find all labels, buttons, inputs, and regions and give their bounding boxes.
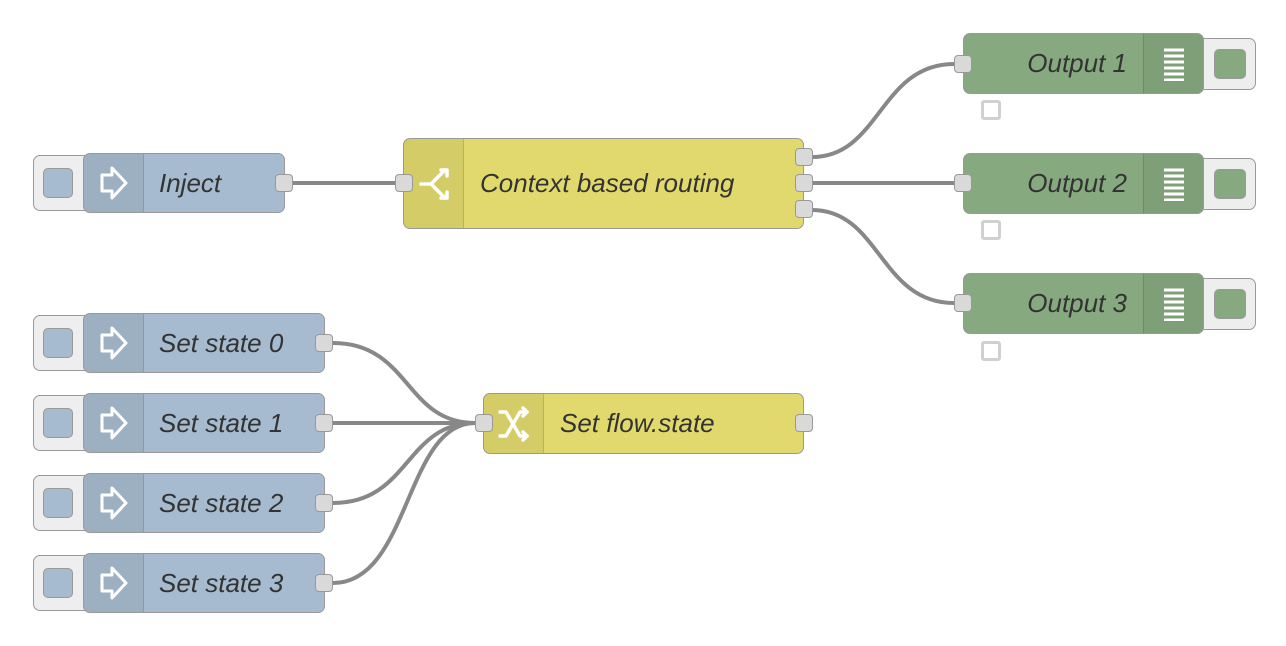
- output-port-3[interactable]: [795, 200, 813, 218]
- debug-list-icon: [1143, 274, 1203, 333]
- debug-toggle-button-face[interactable]: [1214, 49, 1246, 79]
- node-set-state-0[interactable]: Set state 0: [83, 313, 325, 373]
- output-port-2[interactable]: [795, 174, 813, 192]
- switch-icon: [404, 139, 464, 228]
- input-port[interactable]: [954, 294, 972, 312]
- debug-list-icon: [1143, 154, 1203, 213]
- debug-toggle-button-face[interactable]: [1214, 289, 1246, 319]
- input-port[interactable]: [954, 55, 972, 73]
- debug-list-icon: [1143, 34, 1203, 93]
- output-port[interactable]: [315, 574, 333, 592]
- node-output-1[interactable]: Output 1: [963, 33, 1204, 94]
- output-port[interactable]: [795, 414, 813, 432]
- node-label: Set state 1: [159, 407, 284, 438]
- node-output-3[interactable]: Output 3: [963, 273, 1204, 334]
- output-port[interactable]: [315, 494, 333, 512]
- node-label: Set state 3: [159, 567, 284, 598]
- node-label: Inject: [159, 167, 222, 198]
- node-context-routing[interactable]: Context based routing: [403, 138, 804, 229]
- node-label: Output 3: [1027, 288, 1127, 318]
- status-indicator: [981, 341, 1001, 361]
- node-label: Set flow.state: [560, 408, 715, 438]
- change-shuffle-icon: [484, 394, 544, 453]
- wire-state2-setflow[interactable]: [332, 421, 476, 505]
- debug-toggle-button[interactable]: [1196, 278, 1256, 330]
- inject-trigger-button-face[interactable]: [43, 408, 73, 438]
- debug-toggle-button[interactable]: [1196, 38, 1256, 90]
- node-output-2[interactable]: Output 2: [963, 153, 1204, 214]
- wire-routing-output1[interactable]: [811, 62, 955, 159]
- node-label: Set state 2: [159, 487, 284, 518]
- debug-toggle-button[interactable]: [1196, 158, 1256, 210]
- inject-arrow-icon: [84, 394, 144, 452]
- inject-arrow-icon: [84, 474, 144, 532]
- inject-trigger-button-face[interactable]: [43, 168, 73, 198]
- inject-trigger-button-face[interactable]: [43, 568, 73, 598]
- input-port[interactable]: [475, 414, 493, 432]
- node-inject[interactable]: Inject: [83, 153, 285, 213]
- wire-state3-setflow[interactable]: [332, 421, 476, 585]
- status-indicator: [981, 220, 1001, 240]
- wire-state0-setflow[interactable]: [332, 341, 476, 425]
- inject-trigger-button-face[interactable]: [43, 488, 73, 518]
- input-port[interactable]: [954, 174, 972, 192]
- input-port[interactable]: [395, 174, 413, 192]
- output-port[interactable]: [275, 174, 293, 192]
- output-port[interactable]: [315, 414, 333, 432]
- inject-arrow-icon: [84, 314, 144, 372]
- node-label: Context based routing: [480, 168, 735, 198]
- node-set-state-2[interactable]: Set state 2: [83, 473, 325, 533]
- node-label: Output 2: [1027, 168, 1127, 198]
- node-label: Set state 0: [159, 327, 284, 358]
- inject-trigger-button-face[interactable]: [43, 328, 73, 358]
- output-port-1[interactable]: [795, 148, 813, 166]
- node-set-flow-state[interactable]: Set flow.state: [483, 393, 804, 454]
- node-set-state-1[interactable]: Set state 1: [83, 393, 325, 453]
- node-set-state-3[interactable]: Set state 3: [83, 553, 325, 613]
- wire-routing-output3[interactable]: [811, 208, 955, 305]
- inject-arrow-icon: [84, 554, 144, 612]
- debug-toggle-button-face[interactable]: [1214, 169, 1246, 199]
- inject-arrow-icon: [84, 154, 144, 212]
- node-label: Output 1: [1027, 48, 1127, 78]
- status-indicator: [981, 100, 1001, 120]
- output-port[interactable]: [315, 334, 333, 352]
